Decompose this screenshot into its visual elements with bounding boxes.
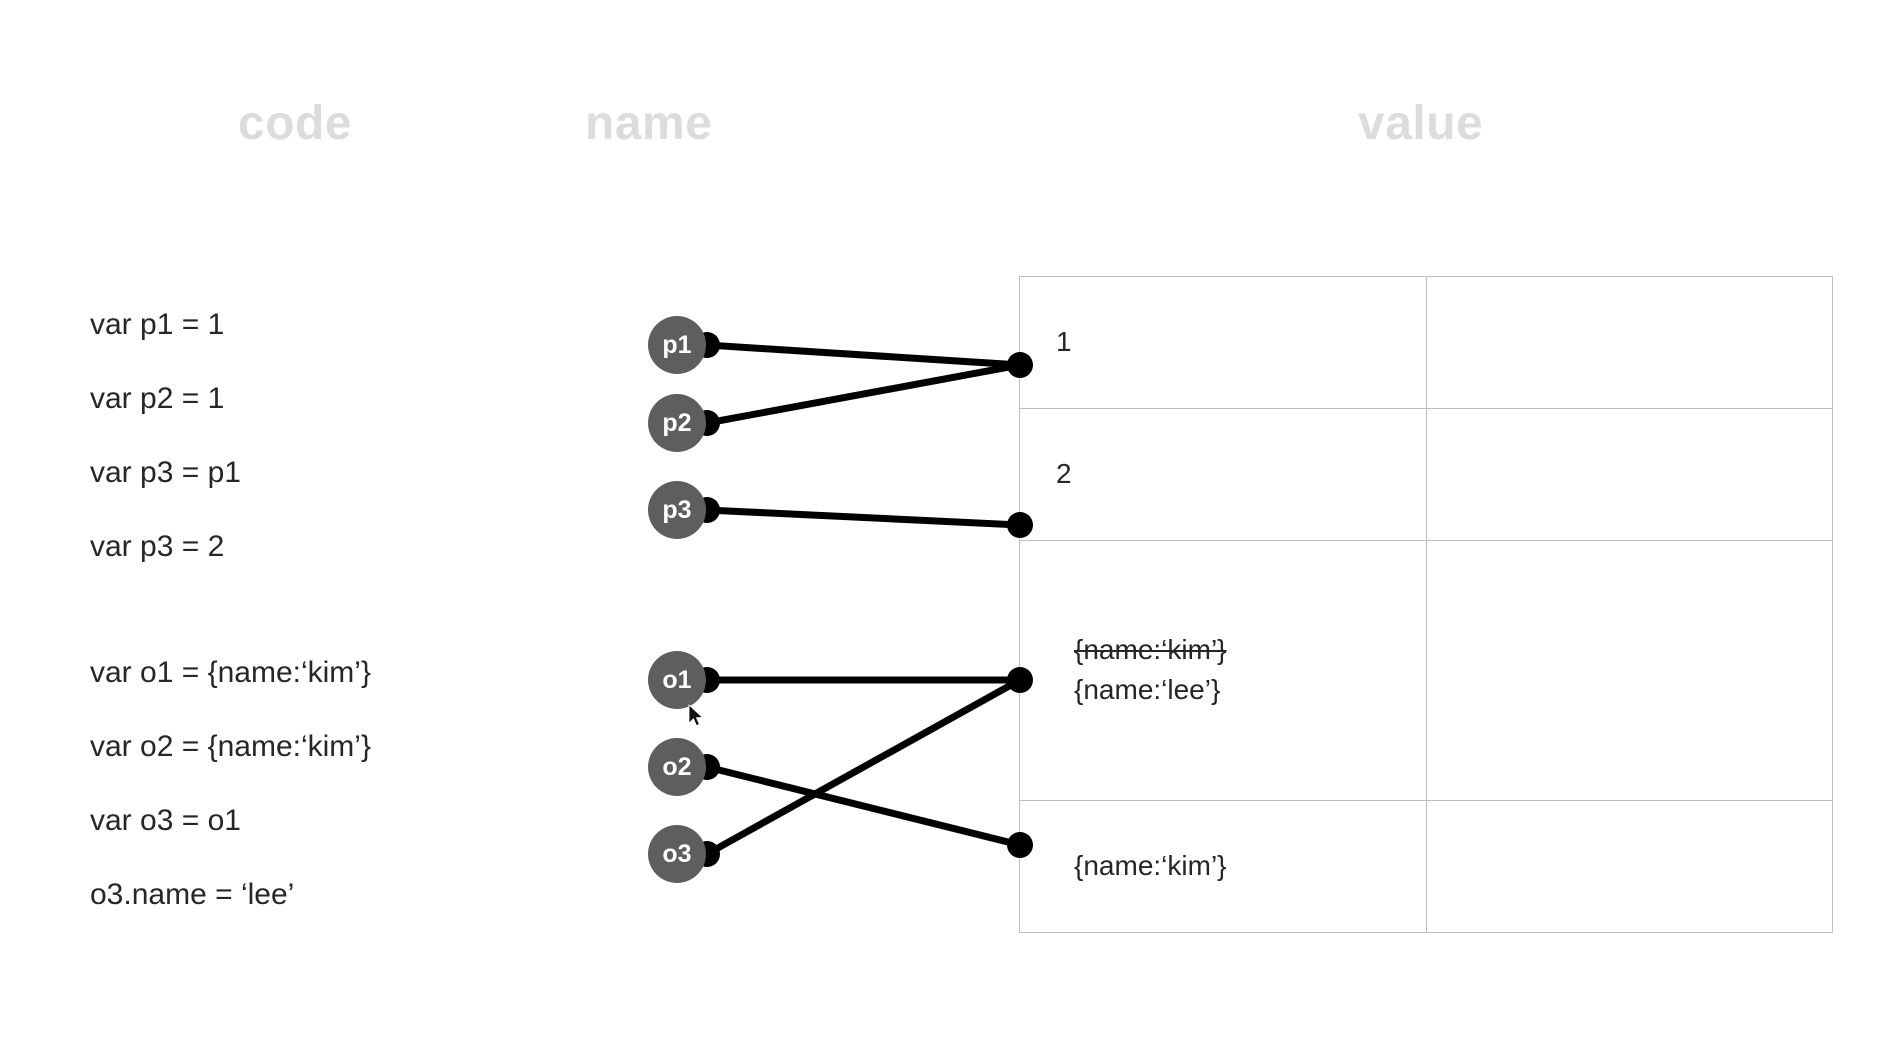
edge-p2-to-value1 (703, 361, 1024, 427)
name-node-label: p3 (662, 495, 692, 524)
mouse-pointer-icon (688, 704, 704, 727)
edge-o2-to-value4 (703, 763, 1024, 849)
value-cell-row2-right (1426, 407, 1833, 541)
name-node-o2[interactable]: o2 (648, 738, 706, 796)
name-node-o1[interactable]: o1 (648, 651, 706, 709)
code-line-4: var p3 = 2 (90, 530, 225, 563)
table-row: 2 (1019, 407, 1833, 541)
code-line-5: var o1 = {name:‘kim’} (90, 656, 371, 689)
value-text-struck: {name:‘kim’} (1074, 633, 1227, 665)
name-node-p2[interactable]: p2 (648, 394, 706, 452)
value-cell-row4-left: {name:‘kim’} (1019, 800, 1427, 933)
code-line-3: var p3 = p1 (90, 456, 241, 489)
value-text: {name:‘lee’} (1074, 674, 1221, 706)
table-row: 1 (1019, 276, 1833, 409)
table-row: {name:‘kim’} (1019, 800, 1833, 933)
code-line-1: var p1 = 1 (90, 308, 225, 341)
code-line-8: o3.name = ‘lee’ (90, 878, 295, 911)
table-row: {name:‘kim’} {name:‘lee’} (1019, 539, 1833, 802)
name-node-label: o1 (662, 665, 692, 694)
name-node-label: o2 (662, 752, 692, 781)
code-line-6: var o2 = {name:‘kim’} (90, 730, 371, 763)
value-cell-row4-right (1426, 800, 1833, 933)
name-node-label: o3 (662, 839, 692, 868)
code-line-2: var p2 = 1 (90, 382, 225, 415)
edge-p1-to-value1 (703, 341, 1024, 369)
column-header-name: name (585, 97, 713, 150)
name-node-label: p2 (662, 408, 692, 437)
name-node-p1[interactable]: p1 (648, 316, 706, 374)
value-cell-row3-right (1426, 539, 1833, 802)
column-header-code: code (238, 97, 353, 150)
value-cell-row2-left: 2 (1019, 407, 1427, 541)
column-header-value: value (1358, 97, 1484, 150)
edge-p3-to-value2 (703, 506, 1024, 529)
value-text: {name:‘kim’} (1074, 850, 1227, 882)
edge-o3-to-value3 (703, 676, 1024, 858)
code-line-7: var o3 = o1 (90, 804, 241, 837)
value-text: 1 (1056, 326, 1072, 358)
name-node-o3[interactable]: o3 (648, 825, 706, 883)
name-node-label: p1 (662, 330, 692, 359)
code-block-separator (90, 606, 510, 658)
value-cell-row1-left: 1 (1019, 276, 1427, 409)
value-text: 2 (1056, 457, 1072, 489)
value-table: 1 2 {name:‘kim’} {name:‘lee’} {name:‘ (1019, 276, 1833, 933)
value-cell-row1-right (1426, 276, 1833, 409)
code-column: var p1 = 1 var p2 = 1 var p3 = p1 var p3… (90, 310, 510, 954)
value-cell-row3-left: {name:‘kim’} {name:‘lee’} (1019, 539, 1427, 802)
name-node-p3[interactable]: p3 (648, 481, 706, 539)
